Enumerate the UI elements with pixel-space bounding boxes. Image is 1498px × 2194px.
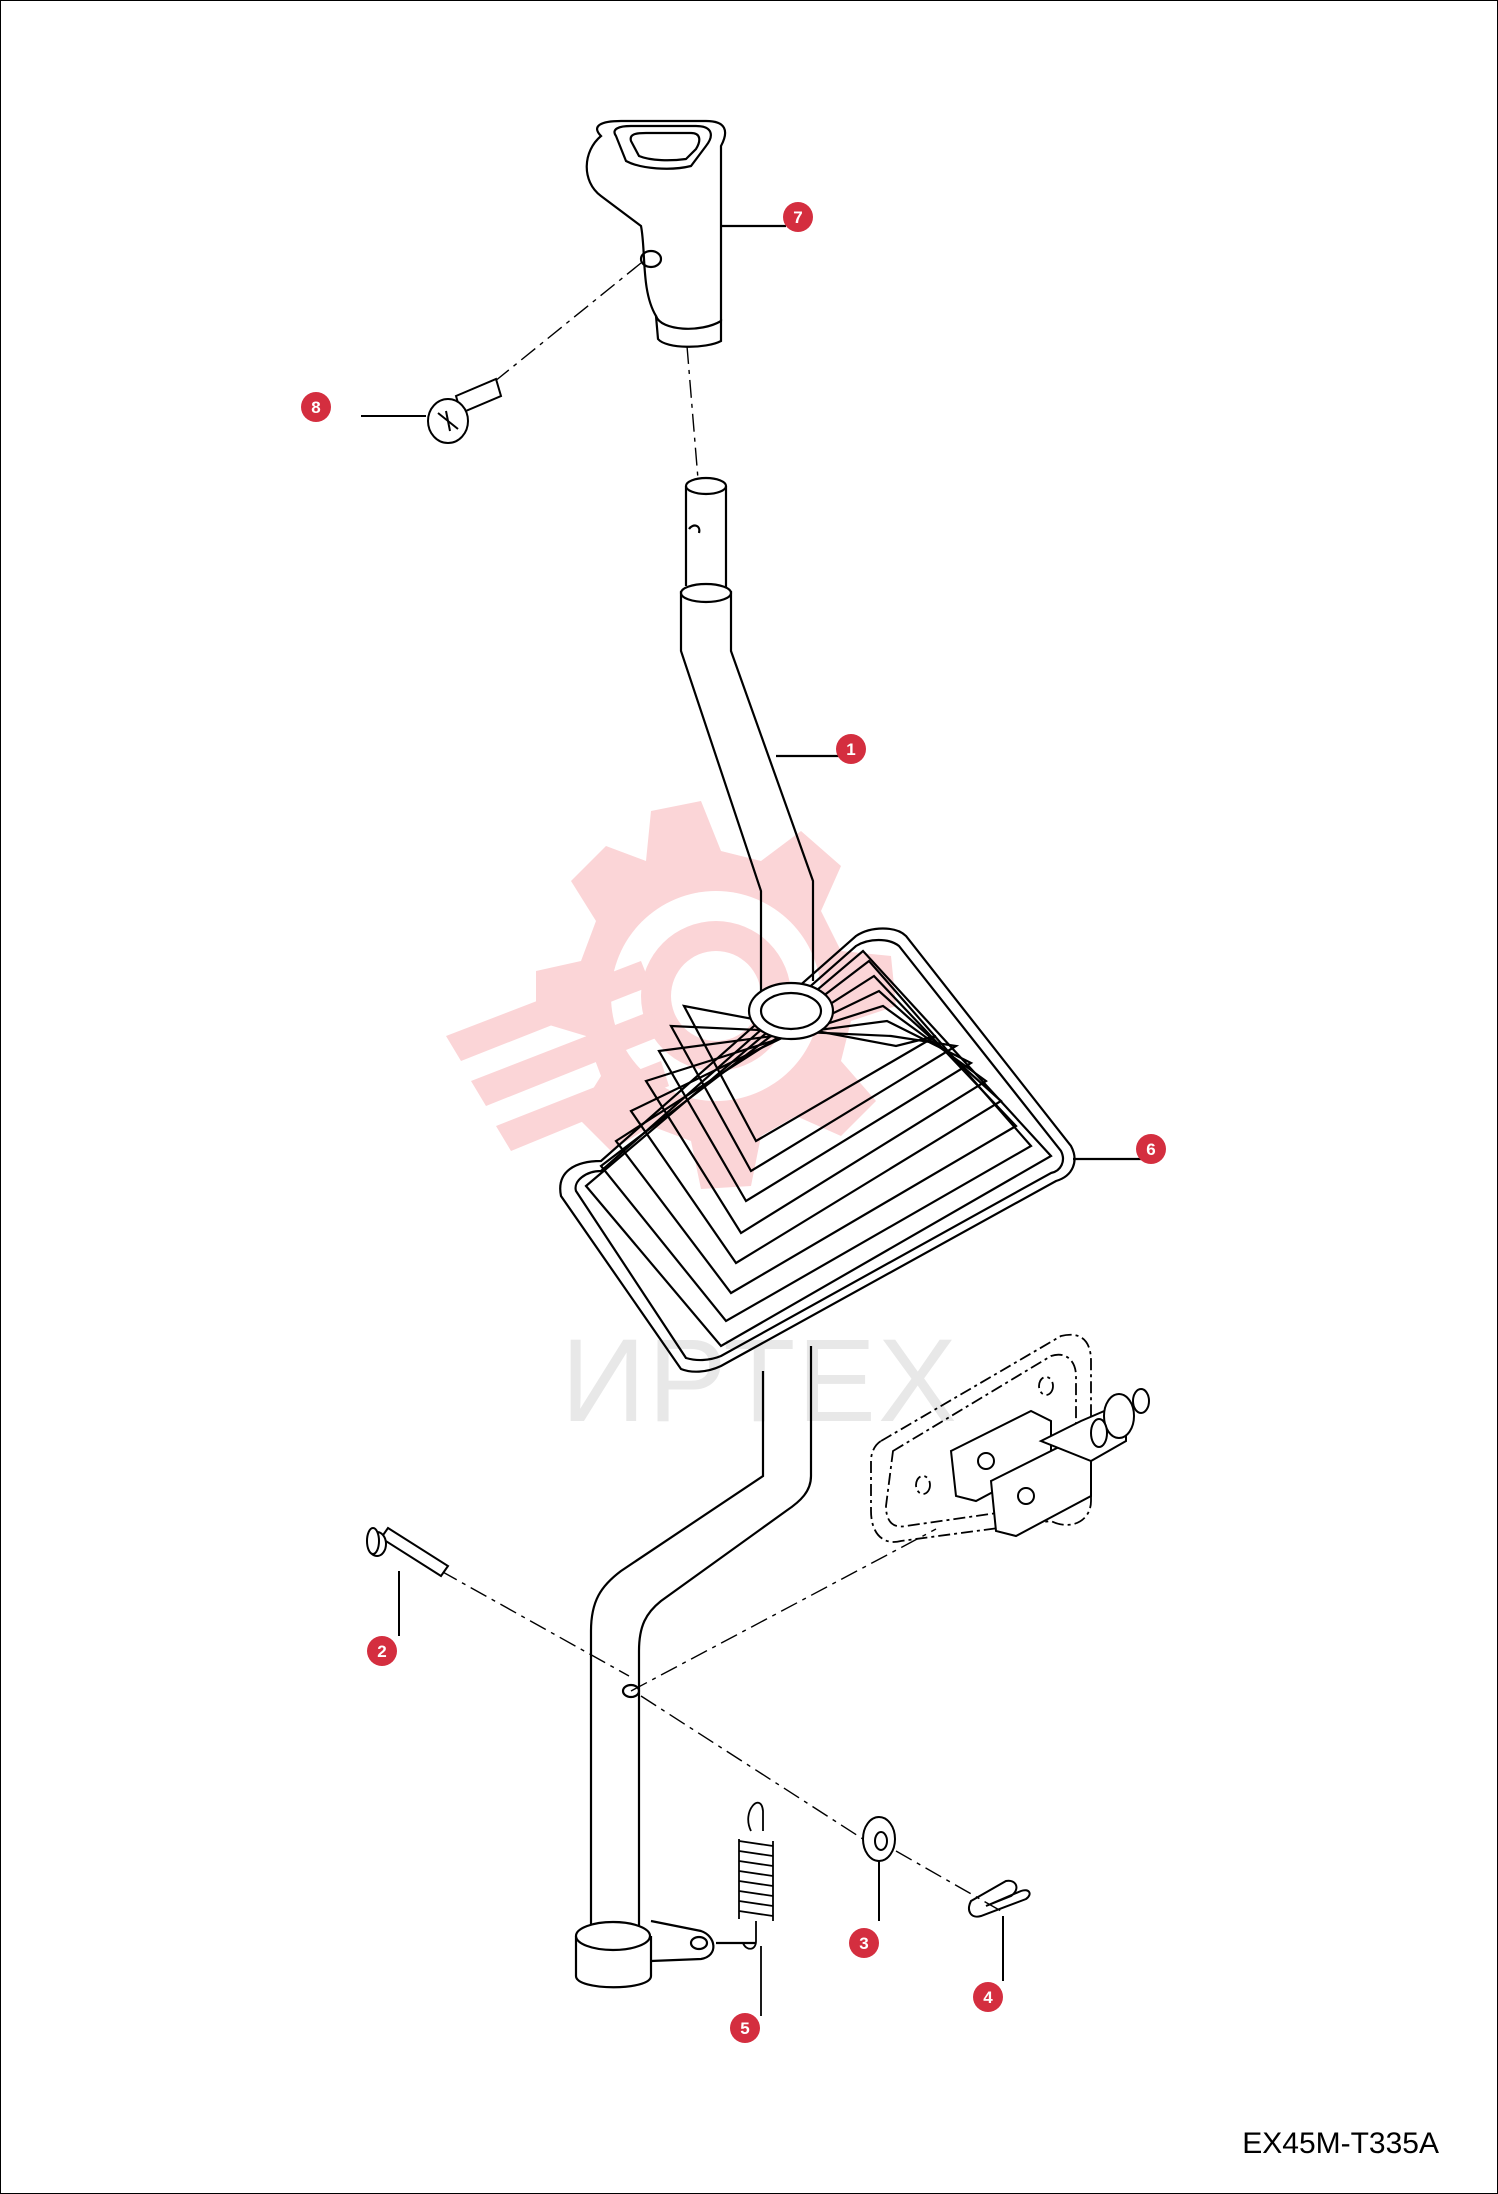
callout-2[interactable]: 2 bbox=[367, 1636, 397, 1666]
svg-text:3: 3 bbox=[859, 1934, 868, 1953]
callout-3[interactable]: 3 bbox=[849, 1928, 879, 1958]
screw-part bbox=[361, 377, 503, 444]
spring-part bbox=[738, 1801, 774, 2016]
watermark-logo: ИРТЕХ bbox=[446, 801, 959, 1447]
boot-part bbox=[559, 927, 1149, 1373]
knob-part bbox=[585, 119, 786, 348]
callout-6[interactable]: 6 bbox=[1136, 1134, 1166, 1164]
svg-text:8: 8 bbox=[311, 398, 320, 417]
callout-8[interactable]: 8 bbox=[301, 392, 331, 422]
svg-text:1: 1 bbox=[846, 740, 855, 759]
watermark-text: ИРТЕХ bbox=[561, 1315, 959, 1447]
svg-text:4: 4 bbox=[983, 1988, 993, 2007]
shift-lever-part bbox=[679, 476, 841, 991]
callout-5[interactable]: 5 bbox=[730, 2013, 760, 2043]
bracket-assembly bbox=[870, 1333, 1092, 1543]
callout-1[interactable]: 1 bbox=[836, 734, 866, 764]
svg-text:6: 6 bbox=[1146, 1140, 1155, 1159]
washer-part bbox=[862, 1816, 896, 1921]
lower-lever bbox=[574, 1346, 813, 1989]
callout-7[interactable]: 7 bbox=[783, 202, 813, 232]
drawing-code-label: EX45M-T335A bbox=[1242, 2127, 1439, 2160]
svg-text:5: 5 bbox=[740, 2019, 749, 2038]
svg-text:2: 2 bbox=[377, 1642, 386, 1661]
pin-part bbox=[366, 1526, 450, 1636]
bracket-clevis bbox=[949, 1388, 1150, 1538]
clip-part bbox=[968, 1879, 1031, 1981]
svg-text:7: 7 bbox=[793, 208, 802, 227]
callout-4[interactable]: 4 bbox=[973, 1982, 1003, 2012]
